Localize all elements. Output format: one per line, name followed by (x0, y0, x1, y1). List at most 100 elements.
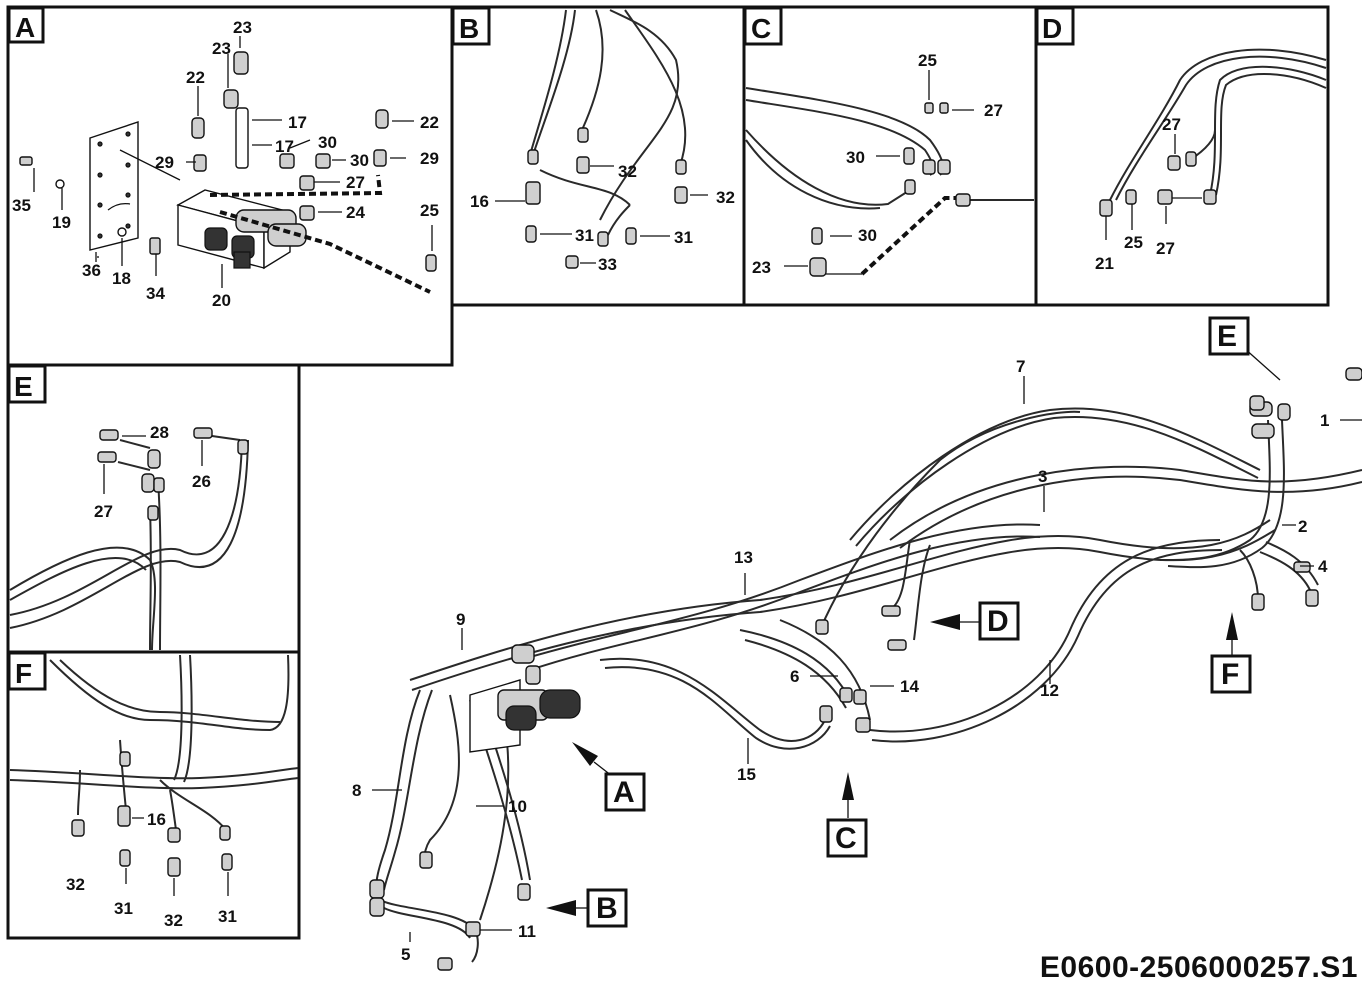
fitting-14 (853, 689, 867, 705)
callout-27: 27 (1156, 239, 1175, 258)
callout-17: 17 (275, 137, 294, 156)
callout-22: 22 (420, 113, 439, 132)
adapter-26 (193, 427, 213, 439)
callout-19: 19 (52, 213, 71, 232)
adapter-32f (71, 819, 85, 837)
callout-1: 1 (1320, 411, 1329, 430)
callout-31: 31 (575, 226, 594, 245)
callout-30: 30 (318, 133, 337, 152)
panel-c-tag-box (743, 6, 783, 46)
ref-label-a: A (613, 776, 635, 809)
panel-a-tag-box (7, 6, 45, 44)
adapter-31b (625, 227, 637, 245)
fitting-d-1 (881, 605, 901, 617)
mounting-plate (89, 121, 139, 251)
ref-label-b: B (596, 892, 618, 925)
callout-32: 32 (716, 188, 735, 207)
elbow-fitting-23 (233, 51, 249, 75)
callout-30: 30 (846, 148, 865, 167)
callout-10: 10 (508, 797, 527, 816)
tee-fitting-16 (525, 181, 541, 205)
ref-box-d (978, 601, 1020, 641)
callout-24: 24 (346, 203, 365, 222)
ref-c-arrow (842, 772, 854, 800)
adapter-30 (279, 153, 295, 169)
adapter-27c (939, 102, 949, 114)
ref-box-f (1210, 654, 1252, 694)
ref-label-c: C (835, 822, 857, 855)
callout-30: 30 (350, 151, 369, 170)
callout-32: 32 (164, 911, 183, 930)
ref-box-a (604, 772, 646, 812)
screw-34 (149, 237, 161, 255)
adapter-27f (97, 451, 117, 463)
adapter-32g (167, 857, 181, 877)
callout-32: 32 (66, 875, 85, 894)
callout-11: 11 (518, 922, 536, 941)
adapter-32b (674, 186, 688, 204)
callout-16: 16 (470, 192, 489, 211)
adapter-31f (119, 849, 131, 867)
adapter-33 (565, 255, 579, 269)
screw-35 (19, 156, 33, 166)
adapter-29 (193, 154, 207, 172)
ref-box-c (826, 818, 868, 858)
adapter-24 (299, 205, 315, 221)
callout-22: 22 (186, 68, 205, 87)
panel-d-tag-box (1035, 6, 1075, 46)
callout-33: 33 (598, 255, 617, 274)
washer-19 (55, 179, 65, 189)
callout-21: 21 (1095, 254, 1114, 273)
detail-panel-a: A (6, 5, 454, 367)
ref-d-arrow (930, 614, 960, 630)
adapter-30b (315, 153, 331, 169)
callout-3: 3 (1038, 467, 1047, 486)
ref-f-arrow (1226, 612, 1238, 640)
ref-a-arrow (572, 742, 598, 766)
adapter-27d (1167, 155, 1181, 171)
dashed-connection-a1 (209, 174, 383, 197)
fitting-e-2 (1251, 423, 1275, 439)
panel-e-tag-box (7, 364, 47, 404)
adapter-27e (1157, 189, 1173, 205)
callout-29: 29 (155, 153, 174, 172)
adapter-27 (299, 175, 315, 191)
callout-26: 26 (192, 472, 211, 491)
dashed-connection-a2 (219, 210, 431, 294)
callout-6: 6 (790, 667, 799, 686)
callout-23: 23 (212, 39, 231, 58)
panel-d-tag: D (1042, 13, 1062, 44)
adapter-30c (903, 147, 915, 165)
callout-16: 16 (147, 810, 166, 829)
detail-panel-b: B 32 16 32 31 31 33 (450, 5, 746, 307)
callout-31: 31 (674, 228, 693, 247)
callout-17: 17 (288, 113, 307, 132)
callout-27: 27 (94, 502, 113, 521)
callout-31: 31 (114, 899, 133, 918)
adapter-31g (221, 853, 233, 871)
callout-27: 27 (1162, 115, 1181, 134)
callout-14: 14 (900, 677, 919, 696)
ref-label-e: E (1217, 320, 1237, 353)
detail-panel-f: F 16 32 31 32 31 (6, 650, 301, 940)
callout-7: 7 (1016, 357, 1025, 376)
adapter-25d (1125, 189, 1137, 205)
washer-18 (117, 227, 127, 237)
callout-18: 18 (112, 269, 131, 288)
callout-20: 20 (212, 291, 231, 310)
callout-13: 13 (734, 548, 753, 567)
callout-34: 34 (146, 284, 165, 303)
callout-36: 36 (82, 261, 101, 280)
detail-panel-c: C 25 27 30 30 23 (742, 5, 1038, 307)
ref-box-e (1208, 316, 1250, 356)
elbow-fitting-21 (1099, 199, 1113, 217)
panel-b-tag: B (459, 13, 479, 44)
elbow-fitting-22 (191, 117, 205, 139)
callout-32: 32 (618, 162, 637, 181)
fitting-d-2 (887, 639, 907, 651)
callout-15: 15 (737, 765, 756, 784)
adapter-32 (576, 156, 590, 174)
panel-a-frame (6, 5, 454, 367)
fitting-f-1 (1251, 593, 1265, 611)
